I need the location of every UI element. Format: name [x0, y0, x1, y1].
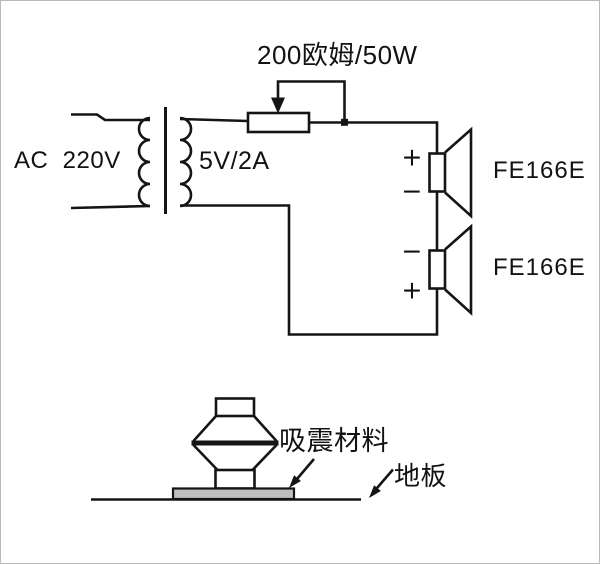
top-wire	[309, 121, 439, 154]
speaker1-minus-terminal: −	[401, 176, 423, 206]
damping-arrowhead-icon	[289, 475, 301, 488]
floor-arrowhead-icon	[369, 485, 381, 498]
speaker1-driver	[428, 152, 447, 193]
secondary-voltage-label: 5V/2A	[199, 147, 270, 175]
spike-upper-left-side	[192, 415, 217, 442]
speaker-icon-1	[428, 126, 473, 219]
speaker2-plus-terminal: +	[401, 275, 423, 305]
wiper-arrow-icon	[271, 97, 285, 114]
spike-neck-block	[214, 468, 256, 490]
speaker2-driver	[428, 249, 447, 290]
speaker1-plus-terminal: +	[401, 142, 423, 172]
rheostat-label: 200欧姆/50W	[257, 40, 418, 70]
transformer-icon	[70, 107, 249, 214]
spike-upper-right-side	[253, 415, 278, 442]
speaker1-model-label: FE166E	[493, 157, 586, 184]
spike-lower-left-side	[192, 444, 219, 471]
speaker2-minus-terminal: −	[401, 236, 423, 266]
spike-foot-icon	[191, 397, 279, 490]
floor-label: 地板	[394, 461, 448, 491]
primary-winding	[137, 116, 151, 208]
secondary-top-lead	[179, 117, 249, 123]
rheostat-body	[246, 111, 311, 134]
spike-lower-right-side	[251, 444, 278, 471]
bottom-loop-wire	[180, 204, 439, 336]
speaker-icon-2	[428, 223, 473, 316]
speaker2-model-label: FE166E	[493, 254, 586, 281]
damping-pad	[171, 487, 296, 501]
primary-bottom-lead	[70, 204, 151, 210]
speaker2-horn	[444, 223, 473, 316]
wiper-link-wire	[276, 80, 346, 122]
spike-top-block	[214, 397, 256, 418]
damping-material-label: 吸震材料	[279, 426, 389, 456]
junction-dot	[341, 118, 348, 126]
speaker1-horn	[444, 126, 473, 219]
primary-top-lead	[71, 113, 150, 122]
secondary-winding	[179, 116, 193, 208]
primary-voltage-label: AC 220V	[14, 147, 121, 174]
